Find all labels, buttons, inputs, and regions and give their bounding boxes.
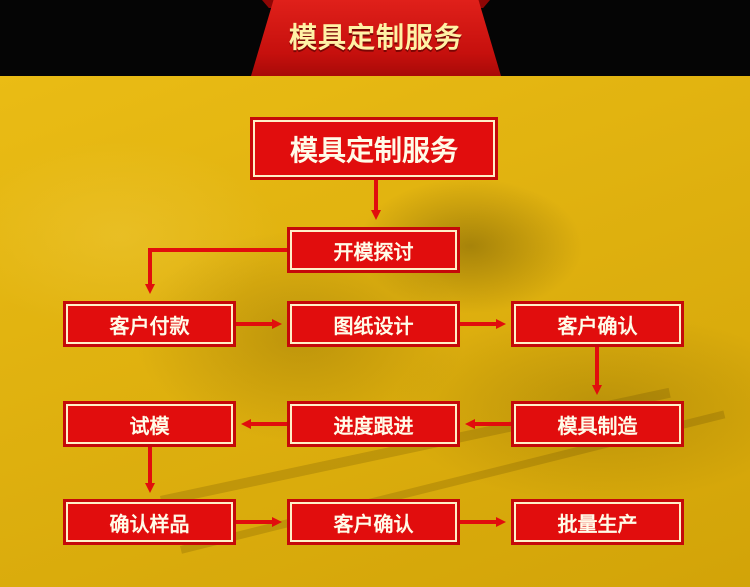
box-sample-confirmation: 确认样品: [63, 499, 236, 545]
box-customer-payment: 客户付款: [63, 301, 236, 347]
banner-title: 模具定制服务: [288, 21, 463, 54]
box-label: 试模: [129, 413, 170, 438]
box-label: 客户付款: [109, 313, 190, 338]
box-label: 模具定制服务: [289, 133, 458, 167]
box-customer-confirm-1: 客户确认: [511, 301, 684, 347]
box-drawing-design: 图纸设计: [287, 301, 460, 347]
box-label: 模具制造: [557, 413, 638, 438]
box-trial-mold: 试模: [63, 401, 236, 447]
box-label: 客户确认: [333, 511, 414, 536]
box-customer-confirm-2: 客户确认: [287, 499, 460, 545]
box-label: 进度跟进: [333, 413, 414, 438]
box-label: 确认样品: [109, 511, 190, 536]
arrow-discussion-to-payment: [145, 248, 290, 294]
box-mold-discussion: 开模探讨: [287, 227, 460, 273]
title-banner: [251, 0, 501, 76]
box-custom-service: 模具定制服务: [250, 117, 498, 180]
box-label: 批量生产: [557, 511, 638, 536]
box-label: 图纸设计: [333, 313, 414, 338]
box-label: 客户确认: [557, 313, 638, 338]
box-mold-manufacturing: 模具制造: [511, 401, 684, 447]
box-mass-production: 批量生产: [511, 499, 684, 545]
box-label: 开模探讨: [333, 239, 414, 264]
box-progress-tracking: 进度跟进: [287, 401, 460, 447]
